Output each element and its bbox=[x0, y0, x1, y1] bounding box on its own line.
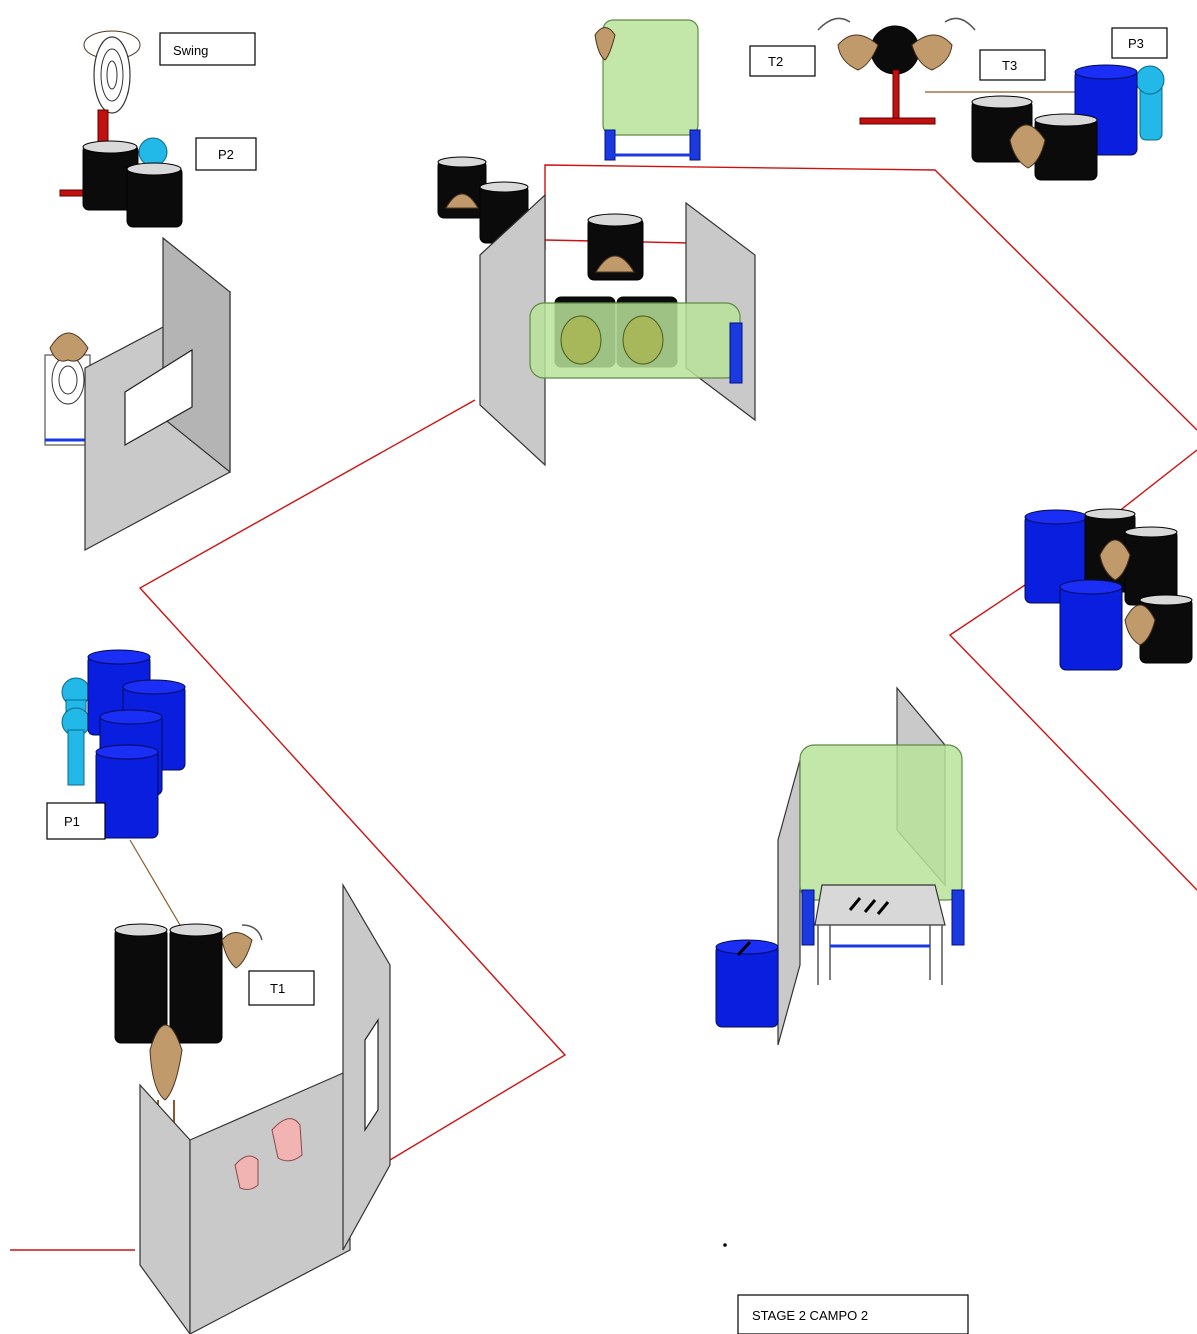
stage-title: STAGE 2 CAMPO 2 bbox=[752, 1308, 868, 1323]
label-t2-text: T2 bbox=[768, 54, 783, 69]
label-p1: P1 bbox=[47, 803, 105, 839]
label-swing: Swing bbox=[160, 33, 255, 65]
rotate-arrow-icon bbox=[945, 18, 975, 30]
label-p3: P3 bbox=[1112, 28, 1167, 58]
table-structure bbox=[716, 688, 964, 1045]
spinner-target-t2 bbox=[838, 35, 878, 70]
label-p2-text: P2 bbox=[218, 147, 234, 162]
green-screen-table bbox=[800, 745, 962, 900]
top-center-screen bbox=[595, 20, 700, 160]
label-p3-text: P3 bbox=[1128, 36, 1144, 51]
swinger-target-t1 bbox=[222, 933, 252, 969]
p2-barrels bbox=[83, 138, 182, 227]
left-wall bbox=[45, 238, 230, 550]
spinner-target-t3 bbox=[912, 35, 952, 70]
label-p1-text: P1 bbox=[64, 814, 80, 829]
table-top bbox=[815, 885, 945, 925]
label-t3: T3 bbox=[980, 50, 1045, 80]
p3-barrels bbox=[972, 65, 1164, 180]
label-stage: STAGE 2 CAMPO 2 bbox=[738, 1295, 968, 1334]
window-port bbox=[365, 1020, 378, 1130]
no-shoot-target bbox=[139, 138, 167, 166]
label-t1-text: T1 bbox=[270, 981, 285, 996]
center-structure bbox=[438, 157, 755, 465]
right-barrels bbox=[1025, 509, 1192, 670]
wall-panel-front bbox=[190, 1070, 350, 1334]
label-t2: T2 bbox=[750, 46, 815, 76]
green-screen-top bbox=[603, 20, 698, 135]
label-p2: P2 bbox=[196, 138, 256, 170]
p1-barrels bbox=[62, 650, 185, 925]
cardboard-target-left bbox=[50, 333, 88, 361]
swing-paper-target bbox=[94, 37, 130, 113]
label-swing-text: Swing bbox=[173, 43, 208, 58]
wall-panel-table-left bbox=[778, 760, 800, 1045]
blue-barrel-table bbox=[716, 945, 778, 1027]
label-t1: T1 bbox=[249, 971, 314, 1005]
no-shoot-targets-p1 bbox=[62, 678, 90, 785]
wall-panel-side bbox=[140, 1085, 190, 1334]
t1-barrels bbox=[115, 924, 262, 1130]
label-t3-text: T3 bbox=[1002, 58, 1017, 73]
rotate-arrow-icon bbox=[818, 18, 850, 30]
